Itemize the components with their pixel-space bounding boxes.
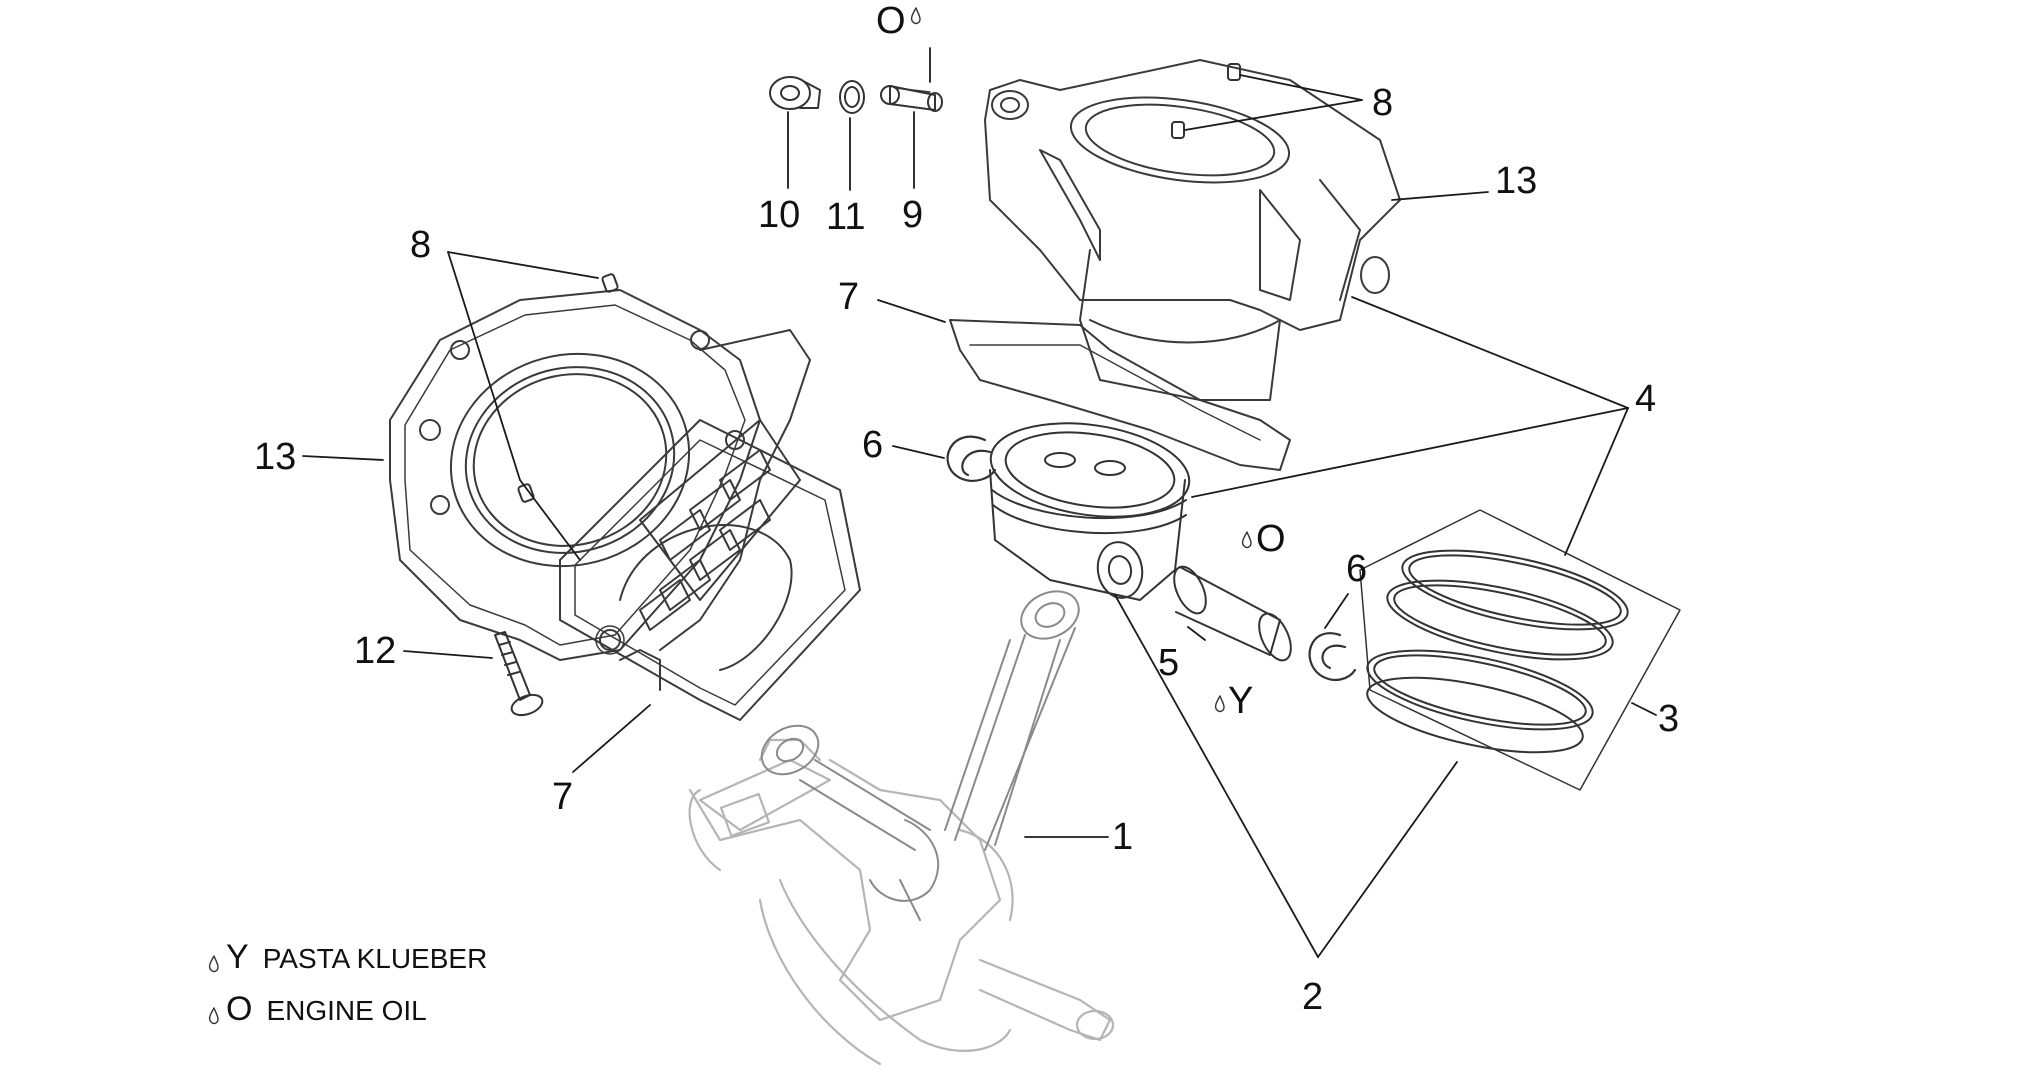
connecting-rods [760, 590, 1080, 921]
legend-oil-text: ENGINE OIL [266, 995, 427, 1026]
legend-klueber-symbol: Y [226, 938, 249, 976]
oil-marker-top: O [876, 0, 906, 42]
oil-marker-piston: O [1256, 518, 1286, 560]
piston [989, 422, 1191, 601]
callout-2: 2 [1302, 976, 1324, 1018]
callout-10: 10 [758, 194, 801, 236]
legend-klueber-text: PASTA KLUEBER [262, 943, 488, 974]
piston-pin [1173, 565, 1292, 662]
circlips [946, 435, 1357, 682]
callout-3: 3 [1658, 698, 1680, 740]
callout-12: 12 [354, 630, 397, 672]
klueber-marker-pin: Y [1228, 680, 1254, 722]
left-cylinder [389, 289, 861, 721]
small-parts [769, 76, 943, 114]
piston-rings [1359, 509, 1681, 791]
callout-1: 1 [1112, 816, 1134, 858]
callout-13-left: 13 [254, 436, 297, 478]
right-cylinder [949, 59, 1401, 471]
callout-7-left: 7 [552, 776, 574, 818]
callout-4: 4 [1635, 378, 1657, 420]
crankshaft [688, 738, 1115, 1066]
callout-5: 5 [1158, 642, 1180, 684]
callout-8-right: 8 [1372, 82, 1394, 124]
legend-klueber: Y PASTA KLUEBER [226, 938, 487, 977]
callout-7-right: 7 [838, 276, 860, 318]
callout-13-right: 13 [1495, 160, 1538, 202]
callout-6-right: 6 [1346, 548, 1368, 590]
callout-6-left: 6 [862, 424, 884, 466]
leader-lines [302, 47, 1657, 958]
legend-oil: O ENGINE OIL [226, 990, 427, 1029]
bolt [494, 631, 544, 717]
droplet-icons [208, 7, 1252, 1025]
callout-8-left: 8 [410, 224, 432, 266]
callout-11: 11 [826, 196, 866, 238]
callout-9: 9 [902, 194, 924, 236]
legend-oil-symbol: O [226, 990, 253, 1028]
